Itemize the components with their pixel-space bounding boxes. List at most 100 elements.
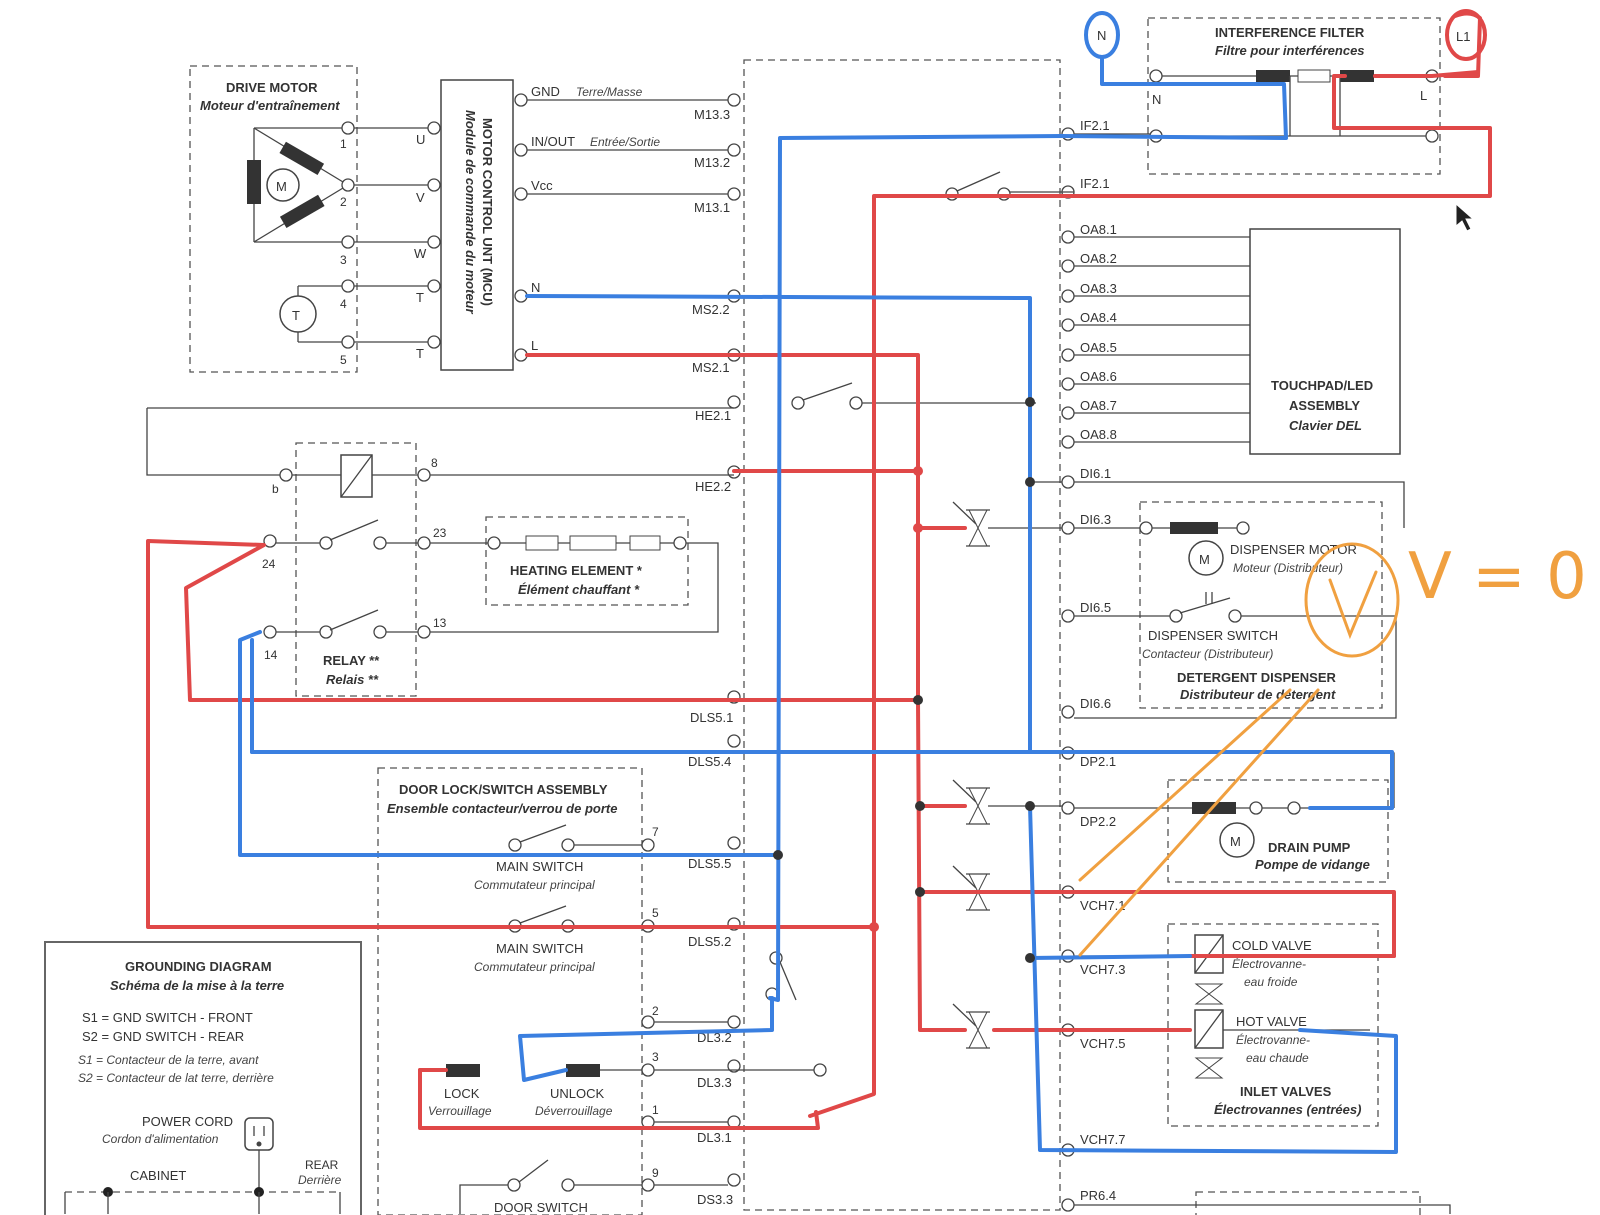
mcu-inout: IN/OUT [531,134,575,149]
power-cord-label: POWER CORD [142,1114,233,1129]
dispenser-switch-sub: Contacteur (Distributeur) [1142,647,1273,661]
drain-title: DRAIN PUMP [1268,840,1351,855]
red-line-trace: L1 [146,9,1492,1130]
cabinet-label: CABINET [130,1168,186,1183]
conn-dls5-1: DLS5.1 [690,710,733,725]
dl-pin-3: 3 [652,1050,659,1064]
drain-subtitle: Pompe de vidange [1255,857,1370,872]
thermistor-symbol: T [292,308,300,323]
relay-title: RELAY ** [323,653,380,668]
heater-title: HEATING ELEMENT * [510,563,643,578]
mcu-subtitle: Module de commande du moteur [463,110,478,315]
relay-section: b 8 24 23 14 13 RELAY ** Relais ** HEATI… [146,407,734,697]
conn-dl3-3: DL3.3 [697,1075,732,1090]
touchpad-section: TOUCHPAD/LED ASSEMBLY Clavier DEL [1074,228,1401,455]
conn-di6-3: DI6.3 [1080,512,1111,527]
conn-dl3-2: DL3.2 [697,1030,732,1045]
detergent-subtitle: Distributeur de détergent [1180,687,1336,702]
unlock-label: UNLOCK [550,1086,605,1101]
conn-he2-2: HE2.2 [695,479,731,494]
dm-pin-2: 2 [340,195,347,209]
dm-pin-1: 1 [340,137,347,151]
right-connector-column: IF2.1 IF2.1 OA8.1 OA8.2 OA8.3 OA8.4 OA8.… [1061,118,1126,1212]
triacs [952,481,1062,1049]
door-lock-subtitle: Ensemble contacteur/verrou de porte [387,801,617,816]
mcu-gnd: GND [531,84,560,99]
main-switch-2: MAIN SWITCH [496,941,583,956]
n-circle-label: N [1097,28,1106,43]
mcu-pin-w: W [414,246,427,261]
main-switch-2-sub: Commutateur principal [474,960,595,974]
grounding-title: GROUNDING DIAGRAM [125,959,272,974]
conn-oa8-8: OA8.8 [1080,427,1117,442]
if-title: INTERFERENCE FILTER [1215,25,1365,40]
grounding-subtitle: Schéma de la mise à la terre [110,978,284,993]
mcu-section: MOTOR CONTROL UNT (MCU) Module de comman… [440,79,734,371]
l1-circle [1445,9,1487,61]
mcu-pin-u: U [416,132,425,147]
relay-subtitle: Relais ** [326,672,379,687]
conn-di6-5: DI6.5 [1080,600,1111,615]
voltage-annotation: V = 0 [1078,540,1587,957]
conn-dls5-4: DLS5.4 [688,754,731,769]
hot-valve-sub2: eau chaude [1246,1051,1309,1065]
inlet-valves-section: COLD VALVE Électrovanne- eau froide HOT … [1074,923,1451,1215]
conn-m13-3: M13.3 [694,107,730,122]
dl-pin-1: 1 [652,1103,659,1117]
conn-ms2-1: MS2.1 [692,360,730,375]
conn-oa8-4: OA8.4 [1080,310,1117,325]
conn-ms2-2: MS2.2 [692,302,730,317]
dl-pin-9: 9 [652,1166,659,1180]
drain-motor-symbol: M [1230,834,1241,849]
drive-motor-title: DRIVE MOTOR [226,80,318,95]
touchpad-line1: TOUCHPAD/LED [1271,378,1373,393]
door-switch-label: DOOR SWITCH [494,1200,588,1215]
conn-ds3-3: DS3.3 [697,1192,733,1207]
door-lock-title: DOOR LOCK/SWITCH ASSEMBLY [399,782,608,797]
conn-m13-1: M13.1 [694,200,730,215]
mouse-cursor-icon [1455,202,1475,232]
mcu-gnd-fr: Terre/Masse [576,85,643,99]
motor-symbol: M [276,179,287,194]
conn-dls5-2: DLS5.2 [688,934,731,949]
conn-dp2-1: DP2.1 [1080,754,1116,769]
mcu-n: N [531,280,540,295]
dispenser-motor-symbol: M [1199,552,1210,567]
valves-title: INLET VALVES [1240,1084,1332,1099]
grounding-s2-fr: S2 = Contacteur de lat terre, derrière [78,1071,274,1085]
grounding-s2: S2 = GND SWITCH - REAR [82,1029,244,1044]
relay-pin-8: 8 [431,456,438,470]
conn-dls5-5: DLS5.5 [688,856,731,871]
conn-di6-1: DI6.1 [1080,466,1111,481]
conn-if2-1b: IF2.1 [1080,176,1110,191]
mcu-pin-t1: T [416,290,424,305]
conn-oa8-5: OA8.5 [1080,340,1117,355]
he-switch [791,171,1036,410]
dl-pin-5: 5 [652,906,659,920]
lock-sub: Verrouillage [428,1104,492,1118]
main-switch-1-sub: Commutateur principal [474,878,595,892]
conn-dp2-2: DP2.2 [1080,814,1116,829]
cold-valve-sub2: eau froide [1244,975,1298,989]
mcu-inout-fr: Entrée/Sortie [590,135,660,149]
valves-subtitle: Électrovannes (entrées) [1214,1102,1361,1117]
relay-pin-23: 23 [433,526,447,540]
conn-dl3-1: DL3.1 [697,1130,732,1145]
drain-motor-icon [1219,822,1255,858]
detergent-section: M DISPENSER MOTOR Moteur (Distributeur) … [1074,481,1405,719]
rear-sub: Derrière [298,1173,342,1187]
l1-circle-label: L1 [1456,29,1470,44]
conn-if2-1a: IF2.1 [1080,118,1110,133]
dispenser-switch-title: DISPENSER SWITCH [1148,628,1278,643]
relay-pin-13: 13 [433,616,447,630]
grounding-s1: S1 = GND SWITCH - FRONT [82,1010,253,1025]
conn-vch7-3: VCH7.3 [1080,962,1126,977]
mid-connector-column: M13.3 M13.2 M13.1 MS2.2 MS2.1 HE2.1 HE2.… [688,59,1061,1211]
hot-valve-sub1: Électrovanne- [1236,1032,1310,1047]
mcu-pin-v: V [416,190,425,205]
door-lock-section: DOOR LOCK/SWITCH ASSEMBLY Ensemble conta… [377,767,827,1215]
relay-pin-14: 14 [264,648,278,662]
conn-oa8-2: OA8.2 [1080,251,1117,266]
conn-pr6-4: PR6.4 [1080,1188,1116,1203]
mcu-title: MOTOR CONTROL UNT (MCU) [480,118,495,306]
